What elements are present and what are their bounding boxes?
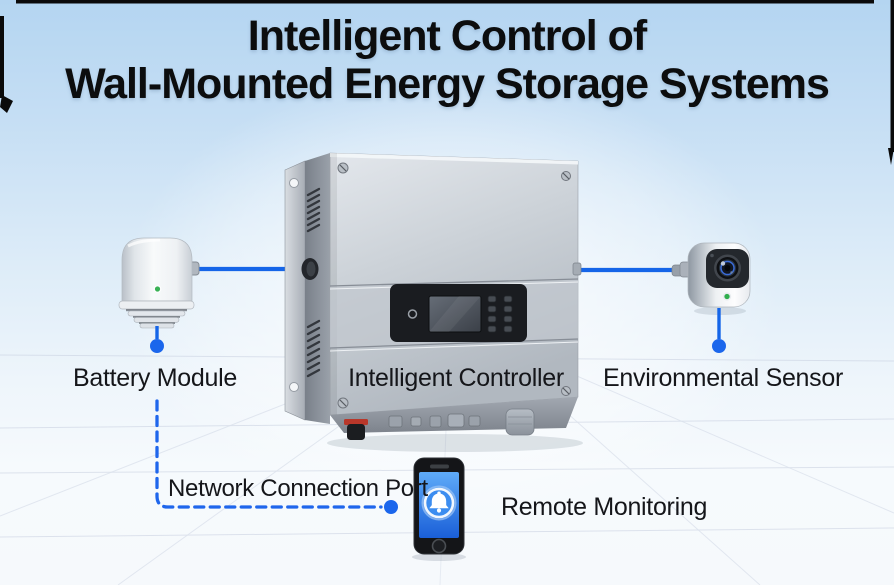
battery-led <box>153 285 162 293</box>
battery-endpoint-dot <box>150 339 164 353</box>
bell-icon <box>421 485 457 521</box>
network-connection-port-label: Network Connection Port <box>168 475 428 502</box>
lcd-screen <box>428 295 482 333</box>
camera-lens-icon <box>714 254 741 282</box>
smartphone-icon <box>412 457 466 561</box>
battery-module-device <box>118 237 200 329</box>
title-line-1: Intelligent Control of <box>247 12 647 60</box>
phone-home-button <box>431 538 447 554</box>
keypad-buttons <box>487 295 513 333</box>
edge-artifact <box>0 0 894 165</box>
controller-shadow <box>327 434 583 452</box>
dashed-network-line <box>155 399 398 514</box>
sensor-led <box>722 292 732 301</box>
phone-speaker <box>430 464 449 469</box>
battery-module-label: Battery Module <box>73 364 237 392</box>
intelligent-controller-label: Intelligent Controller <box>348 364 564 392</box>
endpoint-connectors <box>150 308 726 353</box>
network-endpoint-dot <box>384 500 398 514</box>
right-port-nub <box>572 262 582 276</box>
vent-slats <box>306 187 321 378</box>
environmental-sensor-label: Environmental Sensor <box>603 364 843 392</box>
wall-controller-device <box>284 152 583 452</box>
sensor-endpoint-dot <box>712 339 726 353</box>
cable-glands <box>344 408 535 440</box>
remote-monitoring-label: Remote Monitoring <box>500 493 708 521</box>
page-title: Intelligent Control of Wall-Mounted Ener… <box>0 12 894 108</box>
display-panel <box>390 284 527 342</box>
indicator-light <box>407 309 418 319</box>
title-line-2: Wall-Mounted Energy Storage Systems <box>65 60 830 108</box>
environmental-sensor-device <box>671 242 751 315</box>
